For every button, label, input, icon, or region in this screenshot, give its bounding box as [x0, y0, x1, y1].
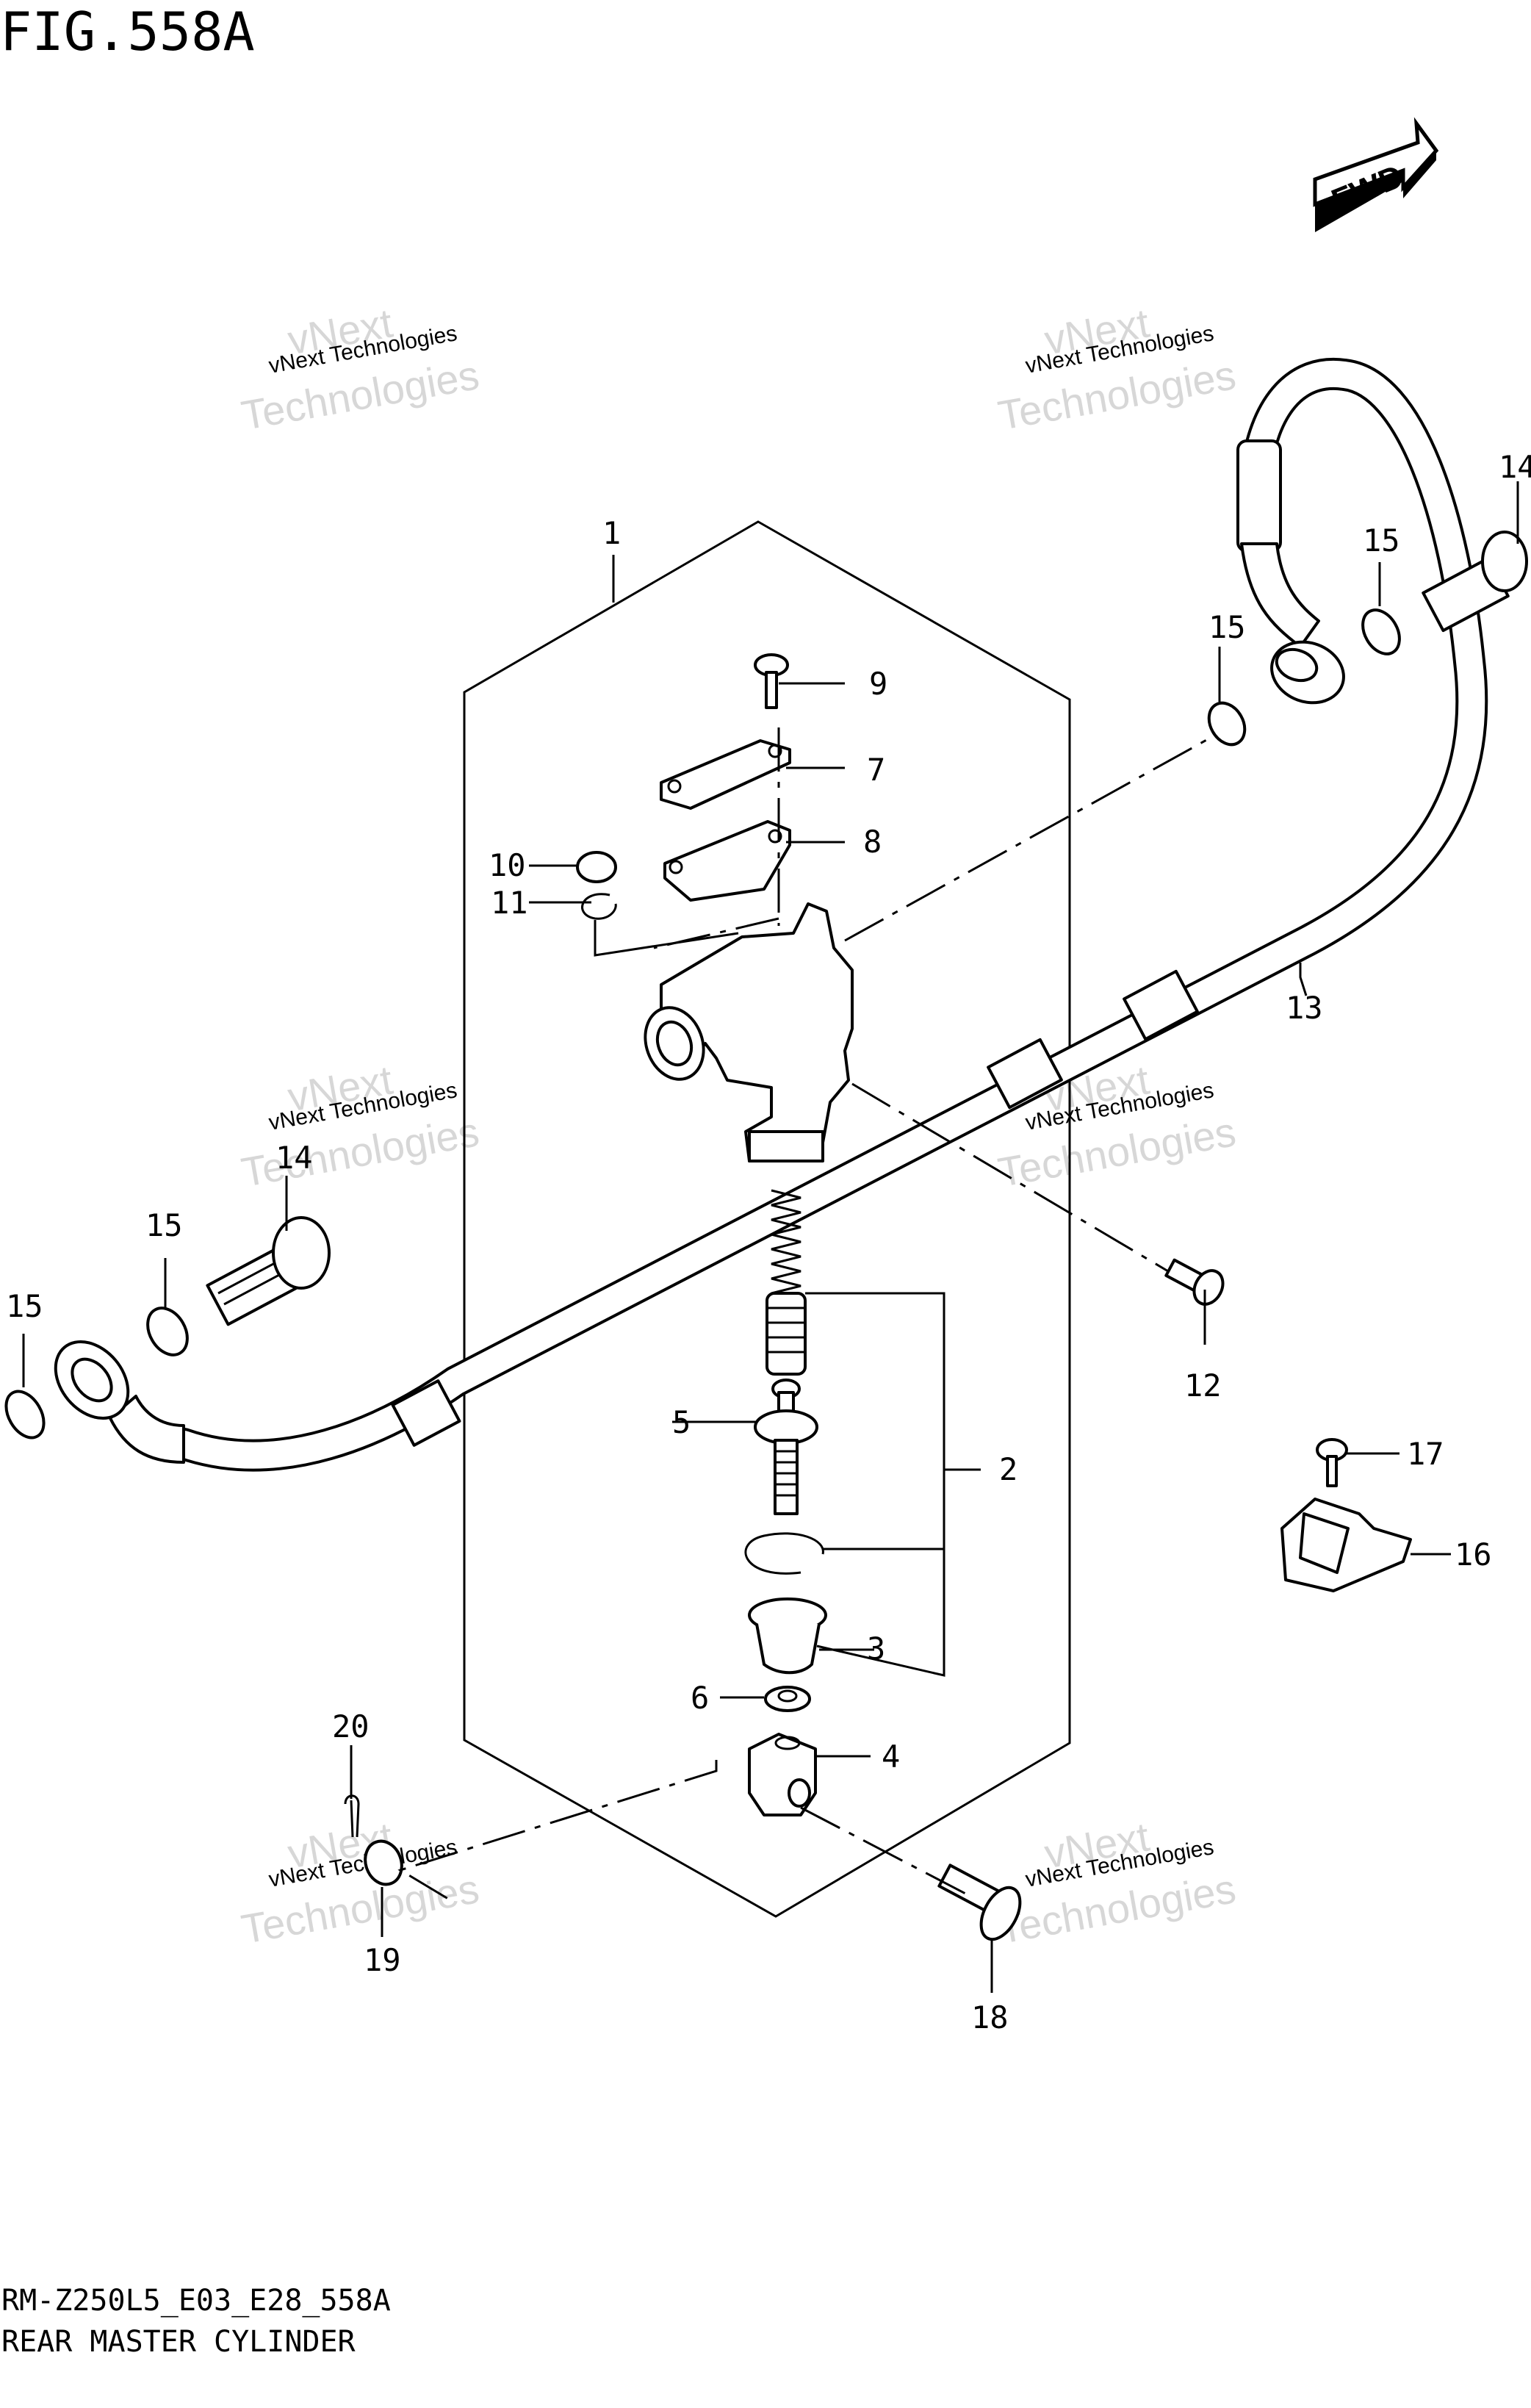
callout-1: 1	[602, 515, 621, 551]
master-cylinder-body	[644, 902, 854, 1162]
callout-14-right: 14	[1499, 449, 1531, 485]
watermark-top-right: Technologies vNext vNext Technologies	[995, 299, 1239, 439]
callout-3: 3	[867, 1631, 885, 1667]
gasket-15b	[1361, 608, 1401, 655]
gasket-15d	[4, 1390, 46, 1440]
leader-lines	[22, 481, 1519, 1993]
callout-15-d: 15	[6, 1288, 43, 1324]
figure-title: FIG.558A	[0, 1, 255, 62]
callout-18: 18	[971, 1999, 1009, 2035]
watermark-bottom-right: Technologies vNext vNext Technologies	[995, 1813, 1239, 1952]
watermark-top-left: Technologies vNext vNext Technologies	[238, 299, 483, 439]
push-rod	[754, 1379, 818, 1515]
assembly-frame	[463, 520, 1071, 1918]
callout-4: 4	[882, 1739, 900, 1775]
callout-17: 17	[1407, 1436, 1444, 1472]
callout-8: 8	[863, 824, 882, 860]
clevis-pin	[937, 1863, 1022, 1941]
banjo-bolt-left	[206, 1216, 331, 1326]
fwd-arrow-icon: FWD	[1313, 117, 1439, 232]
gasket-15a	[1207, 701, 1247, 747]
callout-11: 11	[491, 885, 528, 921]
nut-6	[764, 1686, 811, 1712]
gasket-15c	[146, 1307, 189, 1356]
screw-9	[754, 653, 789, 709]
washer-19	[364, 1839, 403, 1886]
snap-ring	[744, 1532, 824, 1575]
callout-20: 20	[332, 1708, 370, 1744]
banjo-bolt-right	[1422, 531, 1528, 633]
callout-9: 9	[869, 666, 887, 702]
cotter-pin-20	[344, 1794, 360, 1838]
watermark-bottom-left: Technologies vNext vNext Technologies	[238, 1813, 483, 1952]
reservoir-diaphragm	[663, 820, 791, 902]
callout-2: 2	[999, 1451, 1017, 1487]
callout-19: 19	[364, 1942, 401, 1978]
piston	[766, 1292, 807, 1376]
callout-7: 7	[867, 752, 885, 788]
hose-guide	[1280, 1498, 1412, 1592]
watermark-middle-left: Technologies vNext vNext Technologies	[238, 1056, 483, 1196]
fitting-10	[576, 851, 617, 883]
callout-13: 13	[1286, 990, 1323, 1026]
callout-16: 16	[1455, 1537, 1492, 1573]
callout-10: 10	[489, 847, 526, 883]
callout-15-a: 15	[1208, 609, 1246, 645]
callout-6: 6	[691, 1680, 709, 1716]
reservoir-cap	[660, 739, 791, 810]
callout-12: 12	[1184, 1367, 1222, 1404]
clevis-joint	[748, 1733, 817, 1816]
return-spring	[771, 1189, 801, 1302]
screw-17	[1316, 1438, 1348, 1487]
diagram-caption: REAR MASTER CYLINDER	[1, 2325, 356, 2359]
callout-14-left: 14	[275, 1140, 313, 1176]
callout-5: 5	[672, 1404, 691, 1440]
rubber-boot	[748, 1597, 827, 1675]
callout-15-b: 15	[1363, 522, 1400, 558]
brake-hose	[54, 357, 1488, 1472]
circlip-11	[581, 893, 617, 920]
callout-15-c: 15	[145, 1207, 183, 1243]
bolt-12	[1164, 1258, 1225, 1306]
model-code: RM-Z250L5_E03_E28_558A	[1, 2284, 391, 2318]
callout-labels: 1 2 3 4 5 6 7 8 9 10 11 12 13 14 14 15 1…	[6, 449, 1531, 2035]
